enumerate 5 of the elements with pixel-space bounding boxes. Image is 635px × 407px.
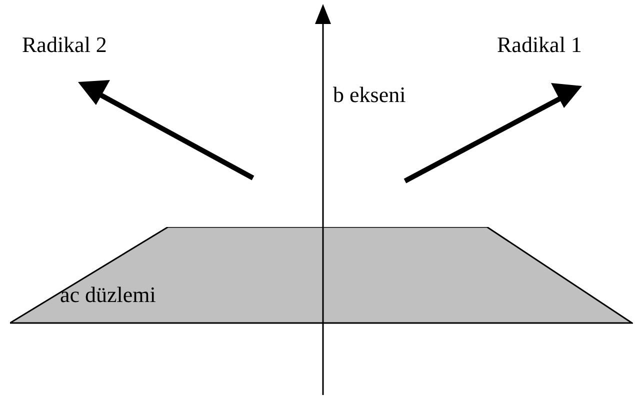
arrow-label: Radikal 2 [22, 33, 107, 58]
arrow-label: Radikal 1 [497, 33, 582, 58]
plane-label: ac düzlemi [60, 283, 156, 308]
plane-shape [10, 227, 633, 324]
axis-label: b ekseni [333, 83, 406, 108]
